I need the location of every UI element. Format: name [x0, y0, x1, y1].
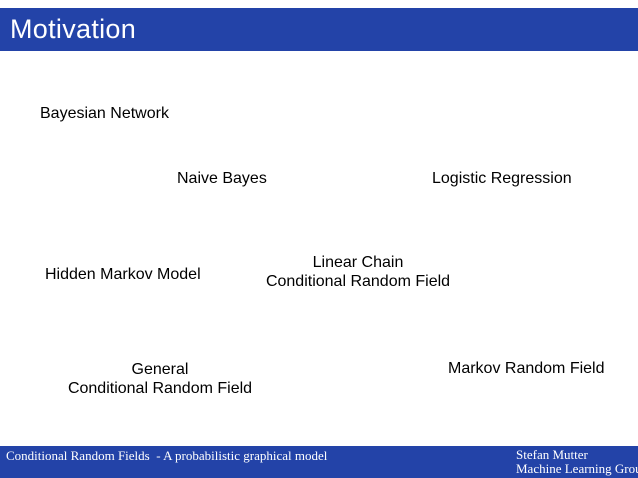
label-bayesian-network: Bayesian Network: [40, 105, 169, 122]
footer-presentation-title: Conditional Random Fields - A probabilis…: [6, 448, 328, 463]
label-linear-chain-crf-line2: Conditional Random Field: [265, 273, 451, 290]
footer-author-block: Stefan Mutter Machine Learning Group: [516, 448, 638, 475]
label-hidden-markov-model: Hidden Markov Model: [45, 266, 201, 283]
label-general-crf-line1: General: [131, 361, 189, 378]
slide-footer-bar: Conditional Random Fields - A probabilis…: [0, 446, 638, 478]
slide-title: Motivation: [10, 14, 137, 44]
label-linear-chain-crf: Linear Chain Conditional Random Field: [258, 253, 458, 291]
label-general-crf: General Conditional Random Field: [60, 360, 260, 398]
footer-author-name: Stefan Mutter: [516, 447, 588, 462]
footer-group-name: Machine Learning Group: [516, 460, 638, 476]
slide-title-bar: Motivation: [0, 8, 638, 51]
label-general-crf-line2: Conditional Random Field: [67, 380, 253, 397]
label-linear-chain-crf-line1: Linear Chain: [312, 254, 404, 271]
label-markov-random-field: Markov Random Field: [448, 360, 605, 377]
label-logistic-regression: Logistic Regression: [432, 170, 572, 187]
label-naive-bayes: Naive Bayes: [177, 170, 267, 187]
